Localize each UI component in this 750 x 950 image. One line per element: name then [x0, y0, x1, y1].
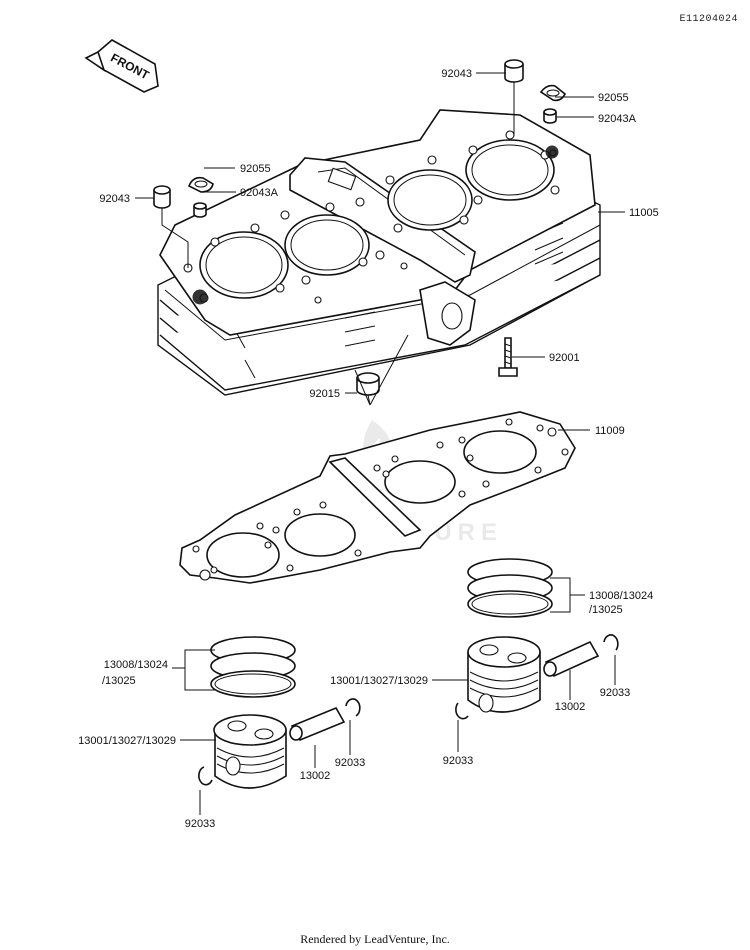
piston-pin-right	[543, 640, 600, 678]
head-gasket	[179, 411, 576, 584]
bolt-92001	[498, 337, 518, 377]
callout-92043A-left: 92043A	[240, 187, 279, 199]
piston-left	[213, 714, 287, 789]
circlip-left-piston	[198, 766, 213, 786]
o-ring-92055-top	[539, 84, 567, 102]
o-ring-92055-left	[187, 176, 214, 193]
cylinder-block	[157, 109, 601, 396]
leader-lines	[135, 72, 625, 815]
callout-13002-left: 13002	[300, 770, 331, 782]
callout-92033-right-pin: 92033	[600, 687, 631, 699]
callout-rings-left-line2: /13025	[102, 675, 136, 687]
callout-11005: 11005	[629, 207, 659, 219]
piston-pin-left	[289, 706, 346, 742]
front-arrow-icon: FRONT	[84, 39, 159, 93]
dowel-92043A-top	[543, 108, 557, 124]
footer-credit: Rendered by LeadVenture, Inc.	[300, 932, 450, 946]
callout-rings-left-line1: 13008/13024	[104, 659, 168, 671]
dowel-92043A-left	[193, 202, 207, 218]
callout-92001: 92001	[549, 352, 580, 364]
circlip-left-pin	[345, 698, 361, 717]
dowel-pin-92043-left	[153, 185, 171, 209]
piston-rings-right	[467, 558, 553, 618]
circlip-right-pin	[603, 634, 619, 651]
callout-92033-right-piston: 92033	[443, 755, 474, 767]
callout-11009: 11009	[595, 425, 625, 437]
callout-rings-right-line1: 13008/13024	[589, 590, 653, 602]
callout-labels: 92043 92055 92043A 11005 92055 92043A 92…	[78, 68, 659, 830]
callout-13002-right: 13002	[555, 701, 586, 713]
callout-92055-top: 92055	[598, 92, 629, 104]
callout-92043-top: 92043	[441, 68, 472, 80]
plug-92015	[356, 372, 380, 396]
callout-92055-left: 92055	[240, 163, 271, 175]
callout-rings-right-line2: /13025	[589, 604, 623, 616]
callout-92043-left: 92043	[99, 193, 130, 205]
piston-right	[467, 636, 541, 713]
drawing-id: E11204024	[679, 14, 738, 25]
circlip-right-piston	[455, 702, 469, 720]
piston-rings-left	[210, 636, 296, 698]
callout-92043A-top: 92043A	[598, 113, 637, 125]
dowel-pin-92043-top	[504, 59, 524, 83]
callout-92033-left-piston: 92033	[185, 818, 216, 830]
callout-piston-left: 13001/13027/13029	[78, 735, 176, 747]
callout-piston-right: 13001/13027/13029	[330, 675, 428, 687]
callout-92033-left-pin: 92033	[335, 757, 366, 769]
callout-92015: 92015	[309, 388, 340, 400]
